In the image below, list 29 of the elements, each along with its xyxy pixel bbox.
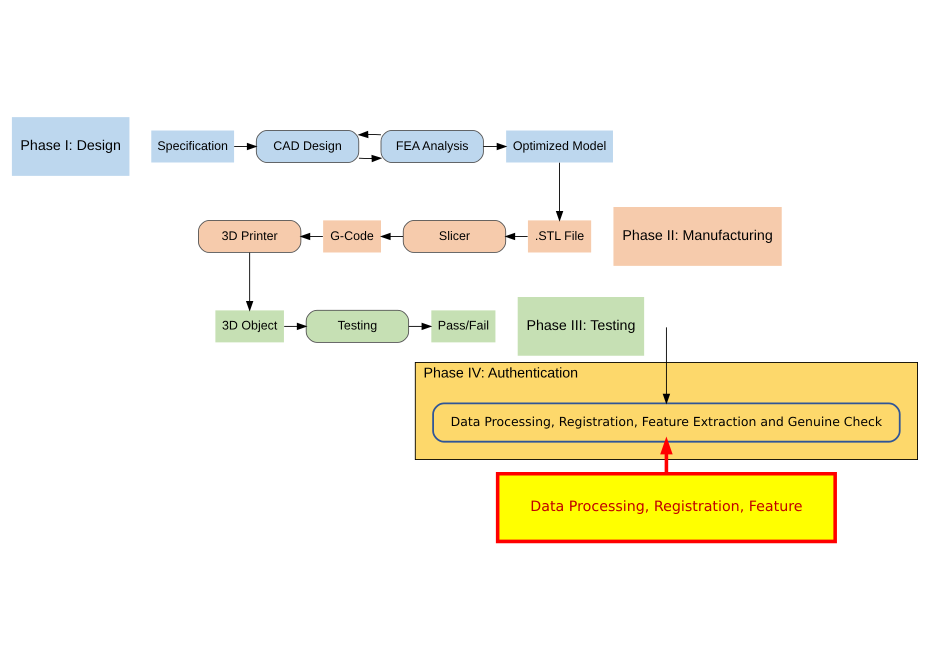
node-box: FEA Analysis bbox=[380, 130, 484, 163]
node-box: Data Processing, Registration, Feature bbox=[496, 472, 837, 544]
arrow bbox=[408, 322, 432, 330]
arrow bbox=[358, 130, 382, 138]
node-box: 3D Printer bbox=[198, 220, 302, 253]
arrow bbox=[662, 326, 670, 404]
arrow bbox=[234, 142, 258, 150]
arrow bbox=[284, 322, 308, 330]
node-box: Pass/Fail bbox=[431, 310, 496, 342]
arrow bbox=[556, 162, 564, 222]
node-box: G-Code bbox=[323, 220, 381, 252]
arrow bbox=[358, 154, 382, 162]
node-box: .STL File bbox=[528, 220, 592, 252]
node-box: Phase III: Testing bbox=[518, 297, 644, 356]
node-box: Slicer bbox=[402, 220, 506, 253]
arrow bbox=[300, 232, 324, 240]
node-box: CAD Design bbox=[256, 130, 360, 163]
arrow bbox=[380, 232, 404, 240]
arrow bbox=[483, 142, 508, 150]
node-box: Data Processing, Registration, Feature Extraction and Genuine Check bbox=[432, 402, 901, 443]
arrow bbox=[504, 232, 528, 240]
node-box: Testing bbox=[306, 310, 410, 343]
node-box: Specification bbox=[151, 130, 234, 163]
node-box: Phase I: Design bbox=[12, 117, 130, 176]
node-box: Optimized Model bbox=[506, 130, 613, 163]
node-box: Phase II: Manufacturing bbox=[613, 207, 782, 266]
arrow bbox=[660, 436, 673, 474]
node-box: 3D Object bbox=[215, 310, 284, 342]
arrow bbox=[246, 252, 254, 312]
